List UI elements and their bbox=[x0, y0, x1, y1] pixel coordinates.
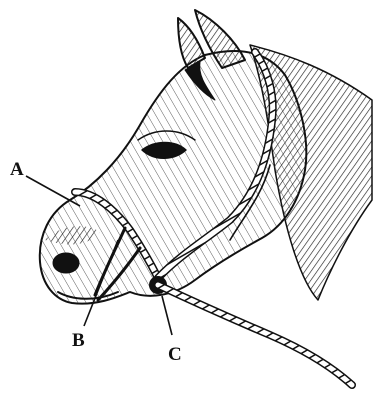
horse-head-drawing bbox=[40, 10, 372, 304]
leader-line-c bbox=[162, 296, 172, 335]
nostril bbox=[53, 253, 79, 273]
callout-label-b: B bbox=[72, 330, 85, 351]
callout-label-a: A bbox=[10, 159, 24, 180]
callout-label-c: C bbox=[168, 344, 182, 365]
